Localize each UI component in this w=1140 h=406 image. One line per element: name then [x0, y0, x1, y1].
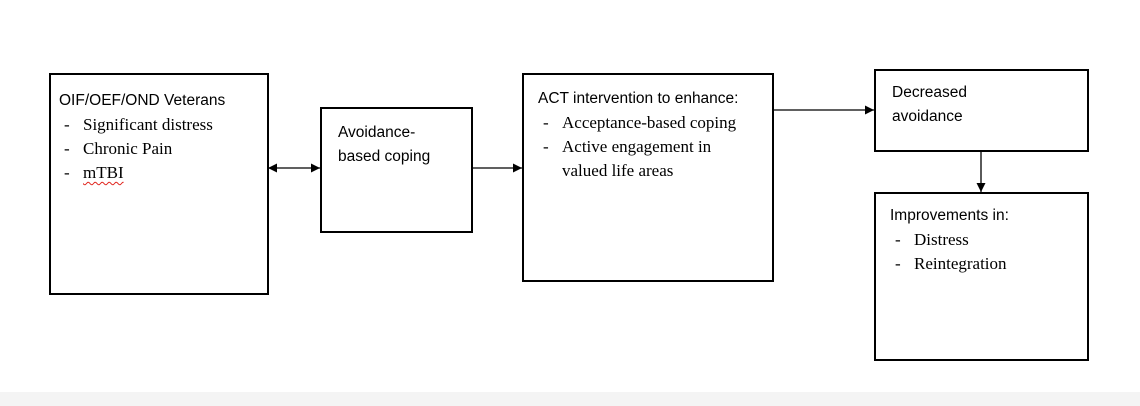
avoidance-line-2: based coping — [338, 148, 431, 165]
act-continuation-line: valued life areas — [562, 161, 674, 180]
decreased-line-1: Decreased — [892, 84, 967, 101]
veterans-box: OIF/OEF/OND Veterans Significant distres… — [49, 73, 269, 295]
list-item: mTBI — [59, 161, 263, 185]
list-item: Distress — [890, 228, 1083, 252]
list-item: Active engagement in — [538, 135, 768, 159]
decreased-avoidance-box: Decreased avoidance — [874, 69, 1089, 152]
improvements-title: Improvements in: — [890, 207, 1009, 224]
decreased-line-2: avoidance — [892, 108, 963, 125]
list-item: Significant distress — [59, 113, 263, 137]
bottom-strip — [0, 392, 1140, 406]
veterans-list: Significant distress Chronic Pain mTBI — [59, 113, 263, 185]
improvements-list: Distress Reintegration — [890, 228, 1083, 276]
list-item: Acceptance-based coping — [538, 111, 768, 135]
act-list: Acceptance-based coping Active engagemen… — [538, 111, 768, 159]
list-item: Reintegration — [890, 252, 1083, 276]
spellcheck-underlined-text: mTBI — [83, 163, 124, 182]
act-title: ACT intervention to enhance: — [538, 90, 739, 107]
avoidance-line-1: Avoidance- — [338, 124, 416, 141]
avoidance-box: Avoidance- based coping — [320, 107, 473, 233]
improvements-box: Improvements in: Distress Reintegration — [874, 192, 1089, 361]
act-intervention-box: ACT intervention to enhance: Acceptance-… — [522, 73, 774, 282]
list-item: Chronic Pain — [59, 137, 263, 161]
veterans-title: OIF/OEF/OND Veterans — [59, 92, 226, 109]
